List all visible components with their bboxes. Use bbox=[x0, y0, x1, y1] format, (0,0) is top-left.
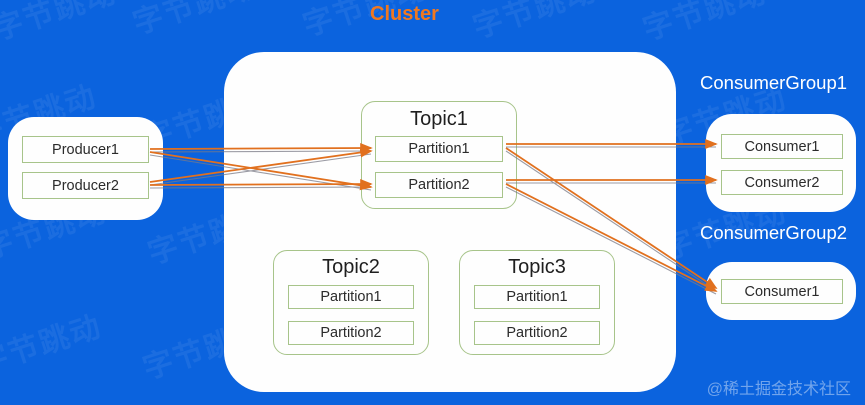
topic2-partition-1[interactable]: Partition1 bbox=[288, 285, 414, 309]
background-watermark: 字节跳动 bbox=[639, 0, 772, 47]
background-watermark: 字节跳动 bbox=[0, 0, 122, 47]
topic3-partition-2[interactable]: Partition2 bbox=[474, 321, 600, 345]
background-watermark: 字节跳动 bbox=[129, 0, 262, 41]
topic3-partition-1[interactable]: Partition1 bbox=[474, 285, 600, 309]
topic-title-2: Topic2 bbox=[322, 256, 380, 278]
producer-box-1[interactable]: Producer1 bbox=[22, 136, 149, 163]
consumer-group-2-title: ConsumerGroup2 bbox=[700, 222, 848, 243]
corner-watermark: @稀土掘金技术社区 bbox=[706, 381, 851, 398]
topic-title-3: Topic3 bbox=[508, 256, 566, 278]
cg1-consumer-2[interactable]: Consumer2 bbox=[721, 170, 843, 195]
producer-group-panel bbox=[8, 117, 163, 220]
cluster-title: Cluster bbox=[370, 3, 439, 25]
cg1-consumer-1[interactable]: Consumer1 bbox=[721, 134, 843, 159]
topic1-partition-1[interactable]: Partition1 bbox=[375, 136, 503, 162]
consumer-group-1-panel bbox=[706, 114, 856, 212]
topic-title-1: Topic1 bbox=[410, 108, 468, 130]
cg2-consumer-1[interactable]: Consumer1 bbox=[721, 279, 843, 304]
topic1-partition-2[interactable]: Partition2 bbox=[375, 172, 503, 198]
topic2-partition-2[interactable]: Partition2 bbox=[288, 321, 414, 345]
background-watermark: 字节跳动 bbox=[0, 309, 107, 381]
consumer-group-1-title: ConsumerGroup1 bbox=[700, 72, 848, 93]
producer-box-2[interactable]: Producer2 bbox=[22, 172, 149, 199]
background-watermark: 字节跳动 bbox=[469, 0, 602, 45]
